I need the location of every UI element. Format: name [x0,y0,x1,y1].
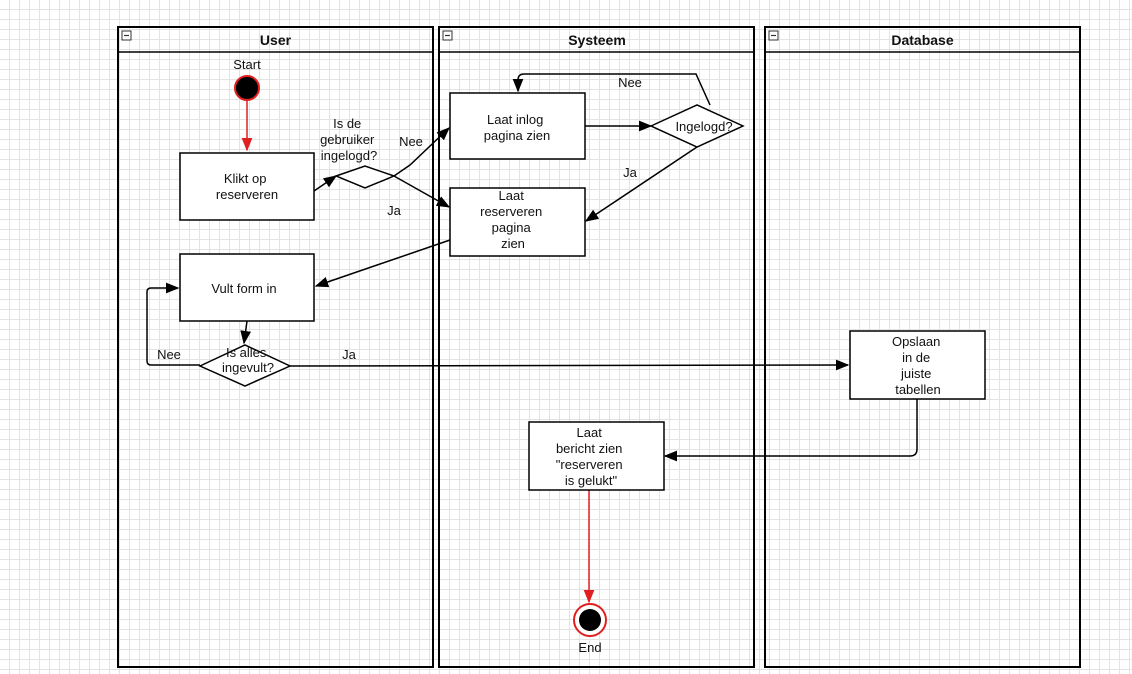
lane-database[interactable]: Database [764,26,1081,668]
edge-decision-ja-to-reserveren [393,175,451,208]
action-label: Laat bericht zien "reserveren is gelukt" [556,425,626,488]
action-laat-inlog-pagina-zien[interactable]: Laat inlog pagina zien [449,92,586,160]
action-klikt-op-reserveren[interactable]: Klikt op reserveren [179,152,315,221]
edges [146,73,918,604]
edge-decision-ja-to-opslaan [289,359,850,371]
decision-is-alles-ingevuld[interactable]: Is alles ingevult? [198,344,292,387]
edge-label-ja: Ja [387,203,402,218]
start-label: Start [233,57,261,72]
edge-label-nee: Nee [157,347,181,362]
decision-label: Ingelogd? [675,119,732,134]
lane-user[interactable]: User [117,26,434,668]
edge-label-ja: Ja [342,347,357,362]
action-laat-reserveren-pagina-zien[interactable]: Laat reserveren pagina zien [449,187,586,257]
collapse-icon[interactable] [768,30,779,41]
edge-label-nee: Nee [618,75,642,90]
collapse-icon[interactable] [121,30,132,41]
action-label: Klikt op reserveren [216,171,278,202]
action-opslaan[interactable]: Opslaan in de juiste tabellen [849,330,986,400]
decision-is-de-gebruiker-ingelogd[interactable] [333,165,397,189]
decision-label: Is de gebruiker ingelogd? [320,116,378,163]
collapse-icon[interactable] [442,30,453,41]
edge-ingelogd-ja-to-reserveren [584,146,698,222]
edge-label-ja: Ja [623,165,638,180]
action-label: Laat reserveren pagina zien [480,188,546,251]
end-node[interactable] [573,603,607,637]
edge-vult-to-decision [240,320,251,345]
edge-decision-nee-loop [146,282,200,366]
end-label: End [578,640,601,655]
lane-title-database: Database [891,32,953,48]
lane-systeem[interactable]: Systeem [438,26,755,668]
edge-klikt-to-decision [313,175,338,192]
edge-opslaan-to-bericht [663,399,918,462]
decision-label: Is alles ingevult? [222,345,274,375]
action-laat-bericht-zien[interactable]: Laat bericht zien "reserveren is gelukt" [528,421,665,491]
action-label: Opslaan in de juiste tabellen [892,334,944,397]
lane-title-user: User [260,32,292,48]
start-node[interactable] [234,75,260,101]
edge-decision-nee-to-login [393,127,450,177]
action-label: Vult form in [211,281,276,296]
lane-title-systeem: Systeem [568,32,626,48]
decision-ingelogd[interactable]: Ingelogd? [649,104,745,148]
edge-label-nee: Nee [399,134,423,149]
action-vult-form-in[interactable]: Vult form in [179,253,315,322]
edge-ingelogd-nee-loop [512,73,711,106]
edge-reserveren-to-vult [314,239,451,288]
action-label: Laat inlog pagina zien [484,112,551,143]
